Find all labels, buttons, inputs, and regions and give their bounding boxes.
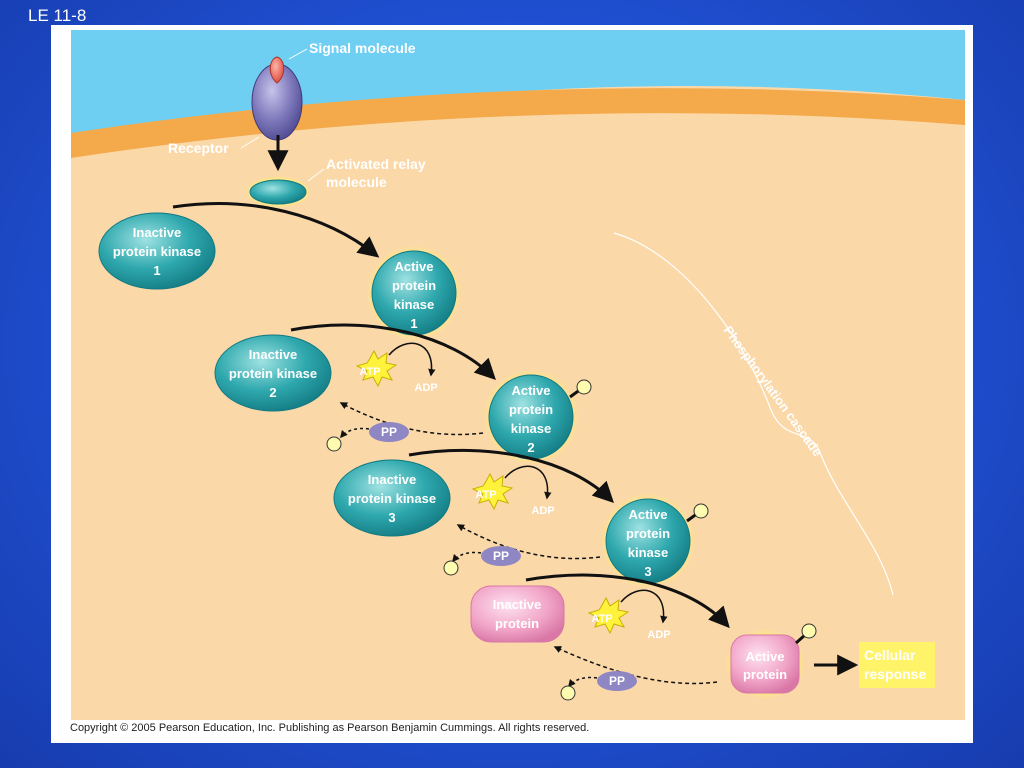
svg-text:ATP: ATP [591, 613, 612, 625]
svg-text:2: 2 [527, 440, 534, 455]
pp-enzyme-1: PP [369, 422, 409, 442]
svg-text:1: 1 [410, 316, 417, 331]
svg-text:Active: Active [628, 507, 667, 522]
cellular-response-line1: Cellular [864, 647, 916, 663]
cellular-response-box [859, 642, 935, 688]
svg-text:1: 1 [153, 263, 160, 278]
atp-arrow-2 [504, 465, 552, 500]
inactive-protein-kinase-2: Inactive protein kinase 2 [214, 334, 332, 412]
phosphate-4 [801, 623, 817, 639]
svg-text:ATP: ATP [359, 366, 380, 378]
released-phosphate-1 [326, 436, 342, 452]
svg-text:Active: Active [394, 259, 433, 274]
cellular-response-line2: response [864, 666, 926, 682]
svg-text:protein: protein [626, 526, 670, 541]
svg-text:kinase: kinase [628, 545, 668, 560]
pp-enzyme-3: PP [597, 671, 637, 691]
atp-burst-3: ATP [587, 596, 630, 635]
signal-leader-line [288, 48, 308, 60]
released-phosphate-3 [560, 685, 576, 701]
inactive-protein-kinase-1: Inactive protein kinase 1 [98, 212, 216, 290]
relay-label-line2: molecule [326, 174, 387, 190]
svg-text:protein kinase: protein kinase [348, 491, 436, 506]
svg-text:Inactive: Inactive [493, 597, 541, 612]
activation-arrow-1 [172, 202, 380, 258]
adp-label-3: ADP [647, 629, 670, 641]
copyright-notice: Copyright © 2005 Pearson Education, Inc.… [70, 722, 590, 734]
inactive-protein-kinase-3: Inactive protein kinase 3 [333, 459, 451, 537]
relay-leader-line [307, 168, 325, 182]
svg-text:protein kinase: protein kinase [229, 366, 317, 381]
svg-text:protein: protein [743, 667, 787, 682]
adp-label-1: ADP [414, 382, 437, 394]
svg-text:Active: Active [511, 383, 550, 398]
svg-text:PP: PP [493, 549, 509, 563]
extracellular-space [71, 30, 965, 155]
pp-enzyme-2: PP [481, 546, 521, 566]
svg-text:protein: protein [495, 616, 539, 631]
svg-text:Inactive: Inactive [249, 347, 297, 362]
dephos-arrow-3 [553, 646, 718, 685]
signal-cascade-diagram: Signal molecule Receptor Activated relay… [71, 30, 965, 720]
active-protein: Active protein [725, 629, 805, 699]
active-protein-kinase-3: Active protein kinase 3 [600, 493, 696, 589]
diagram-frame: Signal molecule Receptor Activated relay… [51, 25, 973, 743]
relay-molecule [245, 176, 311, 208]
atp-burst-2: ATP [471, 472, 514, 511]
relay-label-line1: Activated relay [326, 156, 426, 172]
activation-arrow-4 [525, 573, 730, 629]
svg-text:protein kinase: protein kinase [113, 244, 201, 259]
svg-text:2: 2 [269, 385, 276, 400]
cascade-bracket [613, 232, 894, 596]
receptor-leader-line [240, 136, 260, 149]
svg-text:kinase: kinase [511, 421, 551, 436]
atp-arrow-1 [388, 342, 436, 377]
slide-title: LE 11-8 [28, 6, 87, 25]
svg-text:kinase: kinase [394, 297, 434, 312]
phosphate-2 [576, 379, 592, 395]
active-protein-kinase-2: Active protein kinase 2 [483, 369, 579, 465]
svg-text:Inactive: Inactive [368, 472, 416, 487]
activation-arrow-2 [290, 323, 496, 380]
active-protein-kinase-1: Active protein kinase 1 [366, 245, 462, 341]
atp-burst-1: ATP [355, 349, 398, 388]
receptor-label: Receptor [168, 140, 229, 156]
svg-text:ATP: ATP [475, 489, 496, 501]
svg-text:PP: PP [609, 674, 625, 688]
svg-text:3: 3 [644, 564, 651, 579]
svg-text:protein: protein [392, 278, 436, 293]
svg-text:Active: Active [745, 649, 784, 664]
inactive-protein: Inactive protein [470, 585, 565, 643]
activation-arrow-3 [408, 448, 614, 503]
svg-text:PP: PP [381, 425, 397, 439]
phosphate-3 [693, 503, 709, 519]
signal-molecule [269, 56, 285, 84]
signal-molecule-label: Signal molecule [309, 40, 416, 56]
atp-arrow-3 [620, 589, 668, 624]
svg-text:protein: protein [509, 402, 553, 417]
phosphate-stem-4 [795, 633, 806, 645]
adp-label-2: ADP [531, 505, 554, 517]
svg-text:3: 3 [388, 510, 395, 525]
svg-text:Inactive: Inactive [133, 225, 181, 240]
released-phosphate-2 [443, 560, 459, 576]
